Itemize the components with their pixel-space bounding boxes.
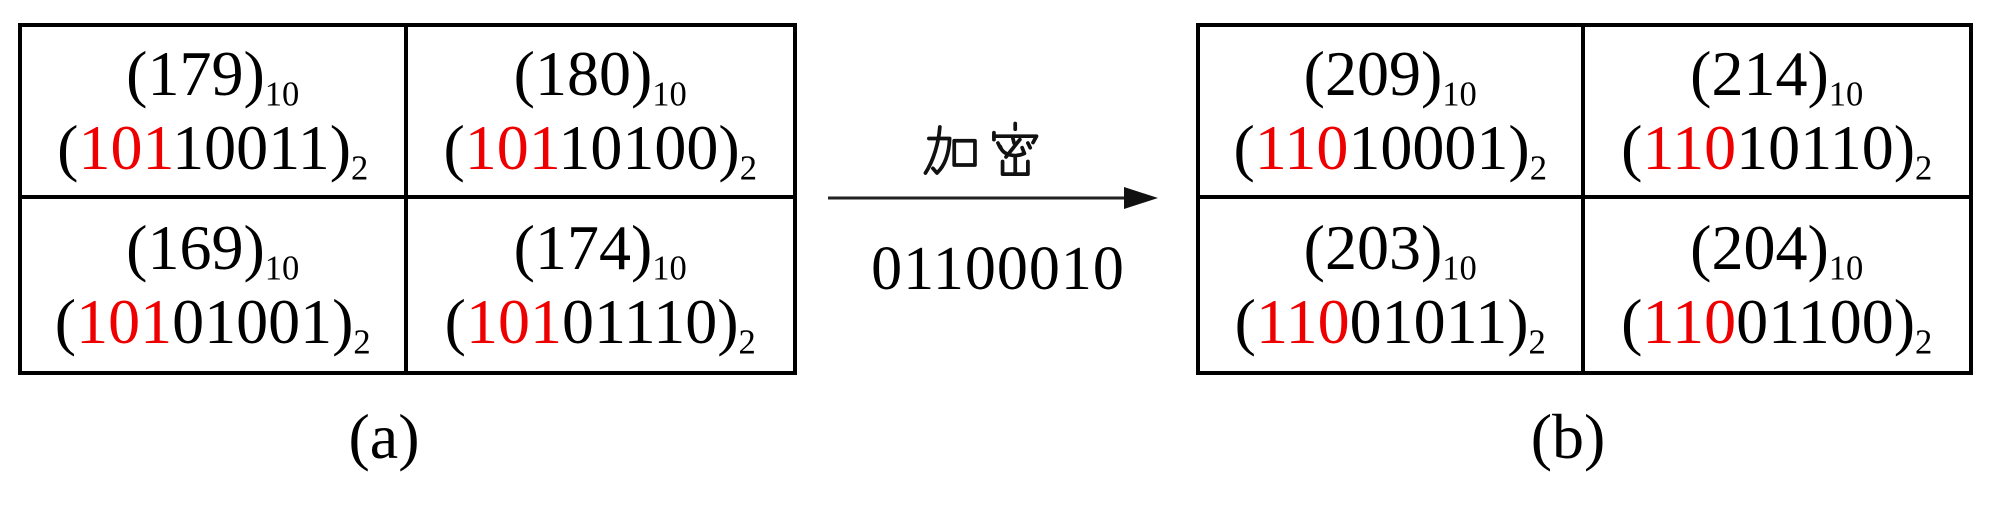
base-subscript: 2 [351,149,369,188]
decimal-value: (204)10 [1690,211,1864,288]
decimal-number: (204) [1690,212,1829,283]
paren-close: ) [329,112,352,183]
paren-open: ( [57,112,79,183]
paren-close: ) [1508,112,1530,183]
pixel-cell: (180)10 (10110100)2 [407,27,793,199]
encrypt-label: 加密 [922,121,1044,179]
binary-msb-red: 110 [1254,112,1349,183]
binary-rest: 01011 [1349,286,1508,357]
pixel-cell: (203)10 (11001011)2 [1200,199,1585,371]
binary-value: (11010001)2 [1233,111,1548,188]
base-subscript: 10 [1442,75,1477,114]
decimal-value: (209)10 [1303,37,1477,114]
binary-rest: 10110 [1736,112,1894,183]
paren-close: ) [718,112,740,183]
base-subscript: 10 [264,249,300,288]
plain-pixel-table: (179)10 (10110011)2 (180)10 (10110100)2 … [18,23,797,375]
binary-rest: 10100 [558,112,719,183]
base-subscript: 2 [738,323,756,362]
decimal-number: (180) [513,38,653,109]
paren-close: ) [1893,286,1916,357]
encrypt-label-glyphs-icon [923,121,1039,177]
caption-a: (a) [348,401,420,472]
paren-open: ( [1234,286,1256,357]
base-subscript: 10 [652,249,687,288]
encrypt-arrow [828,187,1158,209]
base-subscript: 10 [1828,75,1864,114]
decimal-value: (169)10 [126,211,300,288]
pixel-cell: (209)10 (11010001)2 [1200,27,1585,199]
binary-msb-red: 110 [1642,112,1737,183]
decimal-value: (174)10 [513,211,687,288]
pixel-cell: (169)10 (10101001)2 [22,199,408,371]
paren-open: ( [1233,112,1255,183]
paren-close: ) [332,286,354,357]
paren-close: ) [717,286,739,357]
binary-msb-red: 101 [78,112,173,183]
paren-open: ( [444,286,466,357]
decimal-value: (203)10 [1303,211,1477,288]
paren-open: ( [1621,286,1643,357]
binary-msb-red: 101 [465,286,562,357]
decimal-number: (209) [1303,38,1443,109]
encrypted-pixel-table: (209)10 (11010001)2 (214)10 (11010110)2 … [1196,23,1973,375]
paren-close: ) [1507,286,1529,357]
binary-value: (10110100)2 [443,111,758,188]
decimal-number: (214) [1690,38,1829,109]
binary-rest: 10011 [172,112,330,183]
pixel-cell: (179)10 (10110011)2 [22,27,408,199]
base-subscript: 10 [652,75,687,114]
binary-msb-red: 110 [1642,286,1737,357]
base-subscript: 10 [1828,249,1864,288]
base-subscript: 2 [1915,323,1933,362]
binary-rest: 01110 [561,286,718,357]
binary-rest: 10001 [1348,112,1509,183]
pixel-cell: (174)10 (10101110)2 [408,199,794,371]
binary-rest: 01001 [172,286,333,357]
binary-value: (11010110)2 [1621,111,1933,188]
base-subscript: 2 [1528,323,1546,362]
base-subscript: 2 [1529,149,1548,188]
base-subscript: 2 [353,323,371,362]
paren-open: ( [1621,112,1643,183]
caption-b: (b) [1530,401,1606,472]
binary-rest: 01100 [1736,286,1894,357]
key-binary-text: 01100010 [871,235,1125,303]
paren-close: ) [1893,112,1916,183]
binary-value: (10101110)2 [444,285,756,362]
binary-msb-red: 101 [464,112,559,183]
base-subscript: 10 [1442,249,1477,288]
paren-open: ( [443,112,465,183]
decimal-value: (179)10 [126,37,300,114]
base-subscript: 2 [1915,149,1933,188]
decimal-value: (180)10 [513,37,687,114]
binary-msb-red: 110 [1255,286,1350,357]
decimal-number: (203) [1303,212,1443,283]
binary-value: (11001011)2 [1234,285,1546,362]
base-subscript: 10 [264,75,300,114]
decimal-number: (169) [126,212,265,283]
binary-value: (11001100)2 [1621,285,1933,362]
decimal-number: (179) [126,38,265,109]
pixel-cell: (204)10 (11001100)2 [1585,199,1970,371]
pixel-cell: (214)10 (11010110)2 [1584,27,1969,199]
decimal-value: (214)10 [1690,37,1864,114]
paren-open: ( [54,286,77,357]
binary-msb-red: 101 [76,286,173,357]
binary-value: (10101001)2 [54,285,371,362]
base-subscript: 2 [739,149,758,188]
decimal-number: (174) [513,212,653,283]
binary-value: (10110011)2 [57,111,369,188]
